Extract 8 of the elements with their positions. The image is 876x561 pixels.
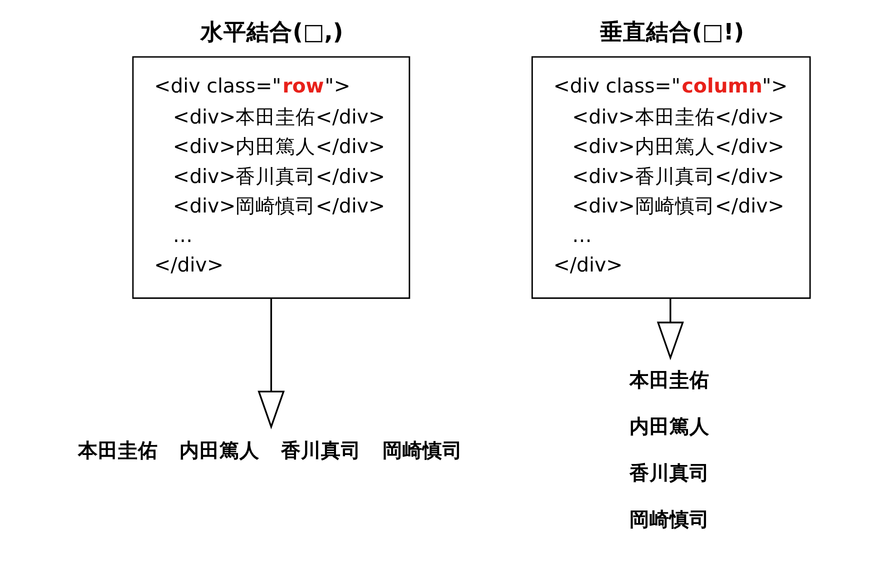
- node-label: 垂直結合(□!): [600, 20, 744, 46]
- node-text: 本田圭佑 内田篤人 香川真司 岡崎慎司: [630, 368, 710, 532]
- arrow: [258, 298, 285, 430]
- node-box: <div class="column"> <div>本田圭佑</div> <div>内田篤人</div> <div>香川真司</div> <div>岡崎慎司</div> … </div>: [531, 56, 811, 299]
- node-text: 本田圭佑 内田篤人 香川真司 岡崎慎司: [78, 439, 463, 462]
- node-box: <div class="row"> <div>本田圭佑</div> <div>内田篤人</div> <div>香川真司</div> <div>岡崎慎司</div> … </div>: [132, 56, 410, 299]
- arrow: [656, 298, 684, 360]
- node-label: 水平結合(□,): [200, 20, 344, 46]
